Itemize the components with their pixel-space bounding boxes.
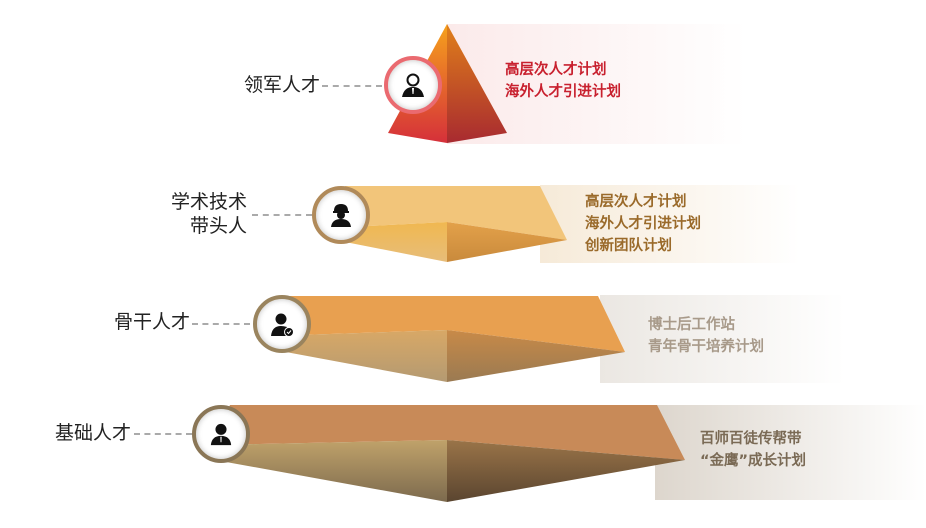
tier-programs: 高层次人才计划海外人才引进计划创新团队计划 [585,191,701,257]
tier-label-leading-talent: 领军人才 [243,74,320,96]
program-item: 百师百徒传帮带 [700,431,802,447]
program-item: 高层次人才计划 [505,62,607,78]
program-item: 创新团队计划 [585,238,672,254]
connector-line [134,433,192,435]
verified-person-icon [253,295,311,353]
connector-line [322,85,382,87]
program-item: 博士后工作站 [648,317,735,333]
business-person-icon [384,56,442,114]
program-item: “金鹰”成长计划 [700,453,807,469]
tier-label-basic-talent: 基础人才 [54,422,131,444]
label-line: 带头人 [189,215,247,237]
tier-programs: 百师百徒传帮带 “金鹰”成长计划 [700,428,806,472]
label-line: 学术技术 [170,191,247,213]
program-item: 高层次人才计划 [585,194,687,210]
program-item: 海外人才引进计划 [585,216,701,232]
tier-label-backbone-talent: 骨干人才 [113,311,190,333]
tier-programs: 高层次人才计划海外人才引进计划 [505,59,621,103]
tier-programs: 博士后工作站青年骨干培养计划 [648,314,764,358]
engineer-icon [312,186,370,244]
tier-label-academic-leader: 学术技术带头人 [140,190,247,238]
connector-line [192,323,250,325]
connector-line [252,214,312,216]
person-icon [192,405,250,463]
program-item: 青年骨干培养计划 [648,339,764,355]
program-item: 海外人才引进计划 [505,84,621,100]
